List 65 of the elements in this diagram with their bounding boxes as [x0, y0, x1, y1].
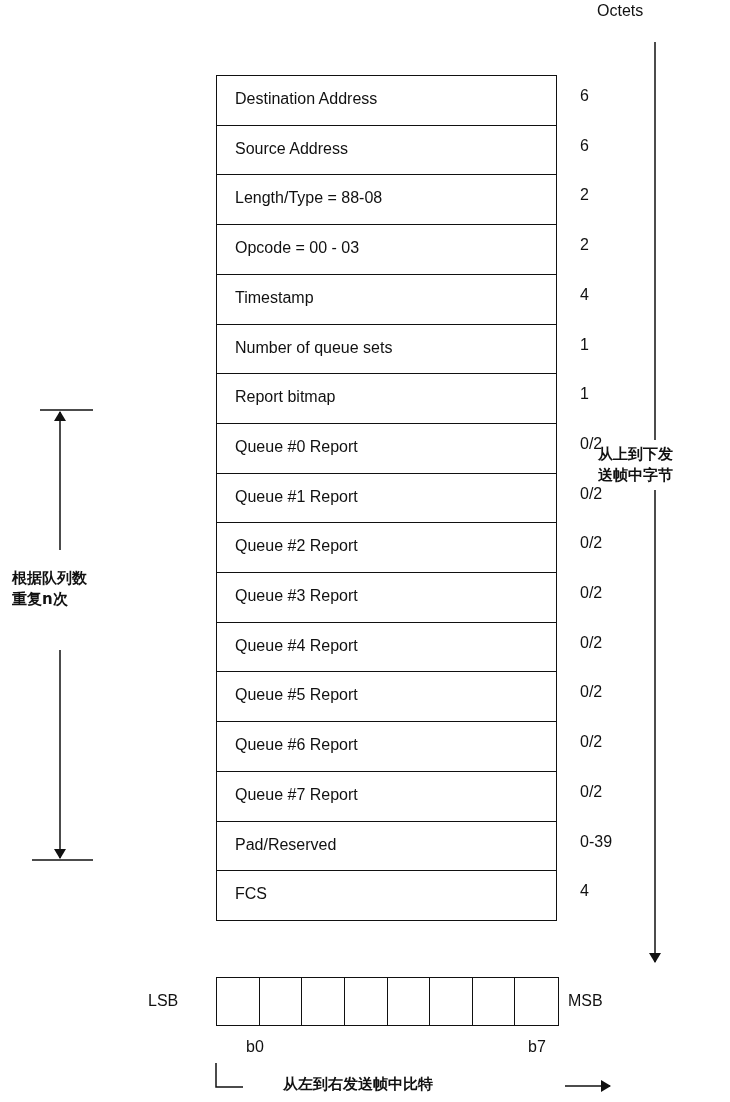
field-name: Source Address — [235, 139, 348, 158]
frame-field — [216, 472, 557, 524]
octet-count: 1 — [580, 385, 589, 404]
frame-field — [216, 820, 557, 872]
octet-count: 0-39 — [580, 832, 613, 851]
frame-field — [216, 422, 557, 475]
frame-field — [216, 75, 557, 127]
bit-cell — [429, 977, 474, 1026]
field-name: Destination Address — [235, 90, 378, 108]
direction-note: 从左到右发送帧中比特 — [283, 1074, 434, 1095]
octet-count: 0/2 — [580, 484, 603, 503]
frame-field — [216, 124, 557, 176]
field-name: Queue #1 Report — [235, 487, 358, 506]
octet-count: 1 — [580, 335, 589, 354]
field-name: Queue #0 Report — [235, 437, 358, 456]
bit-cell — [216, 977, 261, 1026]
field-name: Length/Type = 88-08 — [235, 189, 383, 208]
octet-count: 0/2 — [580, 633, 603, 652]
field-name: Report bitmap — [235, 388, 336, 407]
field-name: Number of queue sets — [235, 338, 393, 357]
frame-field — [216, 522, 557, 574]
field-name: Timestamp — [235, 288, 314, 307]
bit-cell — [514, 977, 559, 1026]
octet-count: 0/2 — [580, 733, 603, 752]
field-name: Queue #3 Report — [235, 587, 358, 605]
octet-count: 6 — [580, 87, 589, 105]
repeat-note: 根据队列数重复n次 — [12, 568, 88, 610]
field-name: FCS — [235, 885, 267, 904]
octet-count: 0/2 — [580, 584, 603, 602]
field-name: Queue #2 Report — [235, 537, 358, 556]
frame-field — [216, 323, 557, 375]
octet-count: 0/2 — [580, 534, 603, 553]
bit-cell — [386, 977, 431, 1026]
octet-count: 0/2 — [580, 683, 603, 702]
frame-field — [216, 870, 557, 922]
field-name: Pad/Reserved — [235, 835, 337, 854]
bit-cell — [471, 977, 516, 1026]
bit-label: b7 — [528, 1038, 546, 1056]
bit-label: MSB — [568, 992, 603, 1010]
field-name: Queue #4 Report — [235, 636, 358, 655]
frame-field — [216, 224, 557, 276]
field-name: Queue #5 Report — [235, 686, 358, 705]
bit-cell — [258, 977, 303, 1026]
octet-count: 2 — [580, 186, 589, 205]
field-name: Opcode = 00 - 03 — [235, 239, 360, 258]
frame-field — [216, 671, 557, 723]
column-heading: Octets — [597, 2, 644, 20]
bit-cell — [301, 977, 346, 1026]
frame-field — [216, 770, 557, 822]
bit-label: LSB — [148, 992, 179, 1010]
frame-field — [216, 621, 557, 673]
frame-field — [216, 721, 557, 773]
field-name: Queue #7 Report — [235, 785, 358, 804]
octet-count: 6 — [580, 136, 589, 155]
octet-count: 4 — [580, 882, 589, 901]
field-name: Queue #6 Report — [235, 736, 358, 755]
frame-field — [216, 373, 557, 425]
octet-count: 2 — [580, 236, 589, 255]
frame-field — [216, 273, 557, 325]
bit-cell — [343, 977, 388, 1026]
bit-label: b0 — [246, 1038, 264, 1056]
octet-count: 4 — [580, 285, 589, 304]
frame-field — [216, 174, 557, 226]
frame-field — [216, 572, 557, 624]
octet-count: 0/2 — [580, 782, 603, 801]
